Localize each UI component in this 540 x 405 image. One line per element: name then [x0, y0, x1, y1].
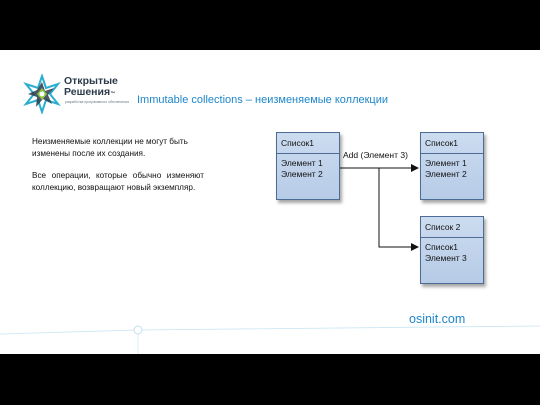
description-text: Неизменяемые коллекции не могут быть изм… [32, 136, 204, 204]
footer-url: osinit.com [409, 312, 466, 326]
result-list1-header: Список1 [421, 133, 483, 154]
diagram-arrows [339, 164, 419, 251]
source-list-item: Элемент 1 [281, 158, 323, 168]
decorative-lines [0, 325, 540, 354]
result-list2-header: Список 2 [421, 217, 483, 238]
result-list1-item: Элемент 2 [425, 169, 467, 179]
result-list2-box: Список 2 Список1 Элемент 3 [420, 216, 484, 284]
source-list-header: Список1 [277, 133, 339, 154]
logo-trademark: ™ [110, 91, 116, 97]
result-list2-item: Элемент 3 [425, 253, 467, 263]
result-list1-item: Элемент 1 [425, 158, 467, 168]
source-list-box: Список1 Элемент 1 Элемент 2 [276, 132, 340, 200]
source-list-item: Элемент 2 [281, 169, 323, 179]
edge-label-add: Add (Элемент 3) [343, 150, 408, 160]
paragraph-new-instance: Все операции, которые обычно изменяют ко… [32, 171, 204, 192]
arrow-to-list2 [378, 168, 419, 251]
result-list1-box: Список1 Элемент 1 Элемент 2 [420, 132, 484, 200]
result-list2-item: Список1 [425, 242, 459, 252]
logo-subtitle: разработка программного обеспечения [65, 100, 130, 104]
logo-star-icon [23, 74, 61, 114]
paragraph-immutability: Неизменяемые коллекции не могут быть изм… [32, 137, 188, 158]
company-logo: Открытые Решения™ разработка программног… [22, 74, 152, 114]
slide: Открытые Решения™ разработка программног… [0, 50, 540, 354]
slide-title: Immutable collections – неизменяемые кол… [137, 94, 389, 106]
logo-title: Открытые Решения™ [64, 75, 118, 98]
